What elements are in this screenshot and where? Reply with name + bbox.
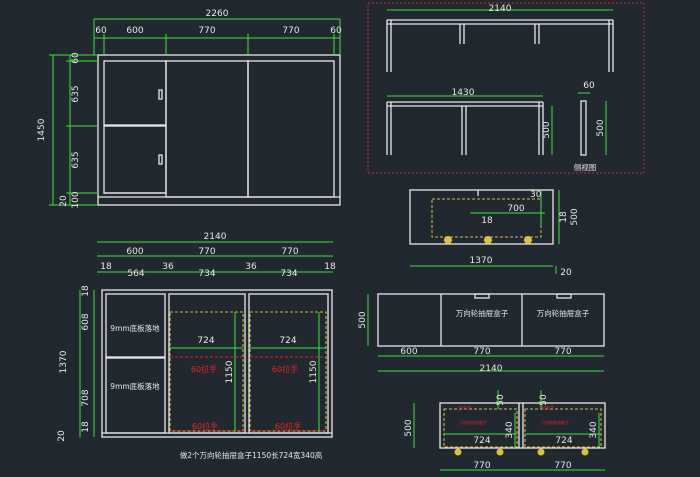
front-elevation xyxy=(97,54,341,206)
dim-rm-770a: 770 xyxy=(473,347,490,357)
dim-left-60: 60 xyxy=(71,52,81,64)
dim-mid-2140: 2140 xyxy=(204,232,227,242)
dim-tr-500b: 500 xyxy=(596,119,606,136)
dim-left-20: 20 xyxy=(59,195,69,207)
dim-bl-18b: 18 xyxy=(81,421,91,433)
dim-mid-600: 600 xyxy=(126,247,143,257)
dim-mid-734b: 734 xyxy=(280,269,297,279)
dim-tr-1430: 1430 xyxy=(452,88,475,98)
dim-in-724a: 724 xyxy=(197,336,214,346)
dim-tr-60: 60 xyxy=(583,81,595,91)
tiny-red-b: 60拉手 xyxy=(541,404,554,410)
dim-in-1150b: 1150 xyxy=(309,360,319,383)
dim-rm-500: 500 xyxy=(358,311,368,328)
floor-label-top: 9mm底板落地 xyxy=(110,323,160,333)
dim-br-770b: 770 xyxy=(554,461,571,471)
dim-mr-18a: 18 xyxy=(481,216,493,226)
dim-mr-20: 20 xyxy=(560,268,572,278)
dim-mr-1370: 1370 xyxy=(470,256,493,266)
dim-in-1150a: 1150 xyxy=(225,360,235,383)
dim-br-50b: 50 xyxy=(539,394,549,406)
dim-left-1450: 1450 xyxy=(37,118,47,141)
dim-mr-18b: 18 xyxy=(559,211,569,223)
dim-mid-18b: 18 xyxy=(324,262,336,272)
dim-bl-20: 20 xyxy=(57,430,67,442)
pull-label-b: 60拉手 xyxy=(272,364,298,374)
pull-label-d: 60拉手 xyxy=(275,421,301,431)
front-elevation-dimensions: 2260 60 600 770 770 60 60 635 1450 635 2… xyxy=(37,9,342,209)
dim-br-724b: 724 xyxy=(555,436,572,446)
drawer-label-b: 万向轮抽屉盒子 xyxy=(537,308,590,318)
drawer-note: 做2个万向轮抽屉盒子1150长724宽340高 xyxy=(180,450,323,460)
dim-mid-36b: 36 xyxy=(245,262,257,272)
drawer-side-view: 30 700 18 18 500 1370 20 xyxy=(409,189,580,278)
dim-mid-770a: 770 xyxy=(198,247,215,257)
dim-mr-500: 500 xyxy=(570,208,580,225)
dim-top-600: 600 xyxy=(126,26,143,36)
dim-rm-770b: 770 xyxy=(554,347,571,357)
tiny-red-a: 60拉手 xyxy=(458,404,471,410)
drawer-boxes: 60拉手 60拉手 万向轮抽屉盒子 万向轮抽屉盒子 50 50 500 724 … xyxy=(404,390,606,471)
side-view-label: 侧视图 xyxy=(574,162,597,172)
dim-br-340b: 340 xyxy=(589,421,599,438)
dim-tr-500a: 500 xyxy=(542,121,552,138)
dim-top-60a: 60 xyxy=(95,26,107,36)
dim-in-724b: 724 xyxy=(279,336,296,346)
dim-mr-30: 30 xyxy=(530,190,542,200)
inner-layout: 2140 600 770 770 18 564 36 734 36 734 18… xyxy=(57,232,336,460)
dim-left-635b: 635 xyxy=(71,151,81,168)
floor-label-bottom: 9mm底板落地 xyxy=(110,381,160,391)
frame-view: 2140 1430 500 60 500 侧视图 xyxy=(367,2,645,174)
pull-label-c: 60拉手 xyxy=(192,421,218,431)
dim-top-770b: 770 xyxy=(282,26,299,36)
dim-tr-2140: 2140 xyxy=(489,4,512,14)
dim-left-635a: 635 xyxy=(71,85,81,102)
tiny-label-a: 万向轮抽屉盒子 xyxy=(459,419,487,425)
dim-br-340a: 340 xyxy=(505,421,515,438)
pull-label-a: 60拉手 xyxy=(191,364,217,374)
dim-mid-770b: 770 xyxy=(281,247,298,257)
dim-br-770a: 770 xyxy=(473,461,490,471)
dim-left-100: 100 xyxy=(71,191,81,208)
dim-mid-18a: 18 xyxy=(100,262,112,272)
dim-rm-600: 600 xyxy=(400,347,417,357)
dim-mid-564: 564 xyxy=(127,269,144,279)
dim-br-500: 500 xyxy=(404,419,414,436)
dim-top-total: 2260 xyxy=(206,9,229,19)
dim-bl-708: 708 xyxy=(81,389,91,406)
cabinet-plan: 万向轮抽屉盒子 万向轮抽屉盒子 500 600 770 770 2140 xyxy=(358,293,605,374)
dim-mid-734a: 734 xyxy=(198,269,215,279)
drawer-label-a: 万向轮抽屉盒子 xyxy=(456,308,509,318)
dim-br-50a: 50 xyxy=(496,394,506,406)
dim-mr-700: 700 xyxy=(507,204,524,214)
dim-bl-18a: 18 xyxy=(81,285,91,297)
dim-rm-2140: 2140 xyxy=(480,364,503,374)
dim-br-724a: 724 xyxy=(473,436,490,446)
dim-bl-1370: 1370 xyxy=(59,350,69,373)
dim-top-60b: 60 xyxy=(330,26,342,36)
tiny-label-b: 万向轮抽屉盒子 xyxy=(541,419,569,425)
dim-top-770a: 770 xyxy=(198,26,215,36)
dim-bl-608: 608 xyxy=(81,313,91,330)
dim-mid-36a: 36 xyxy=(162,262,174,272)
